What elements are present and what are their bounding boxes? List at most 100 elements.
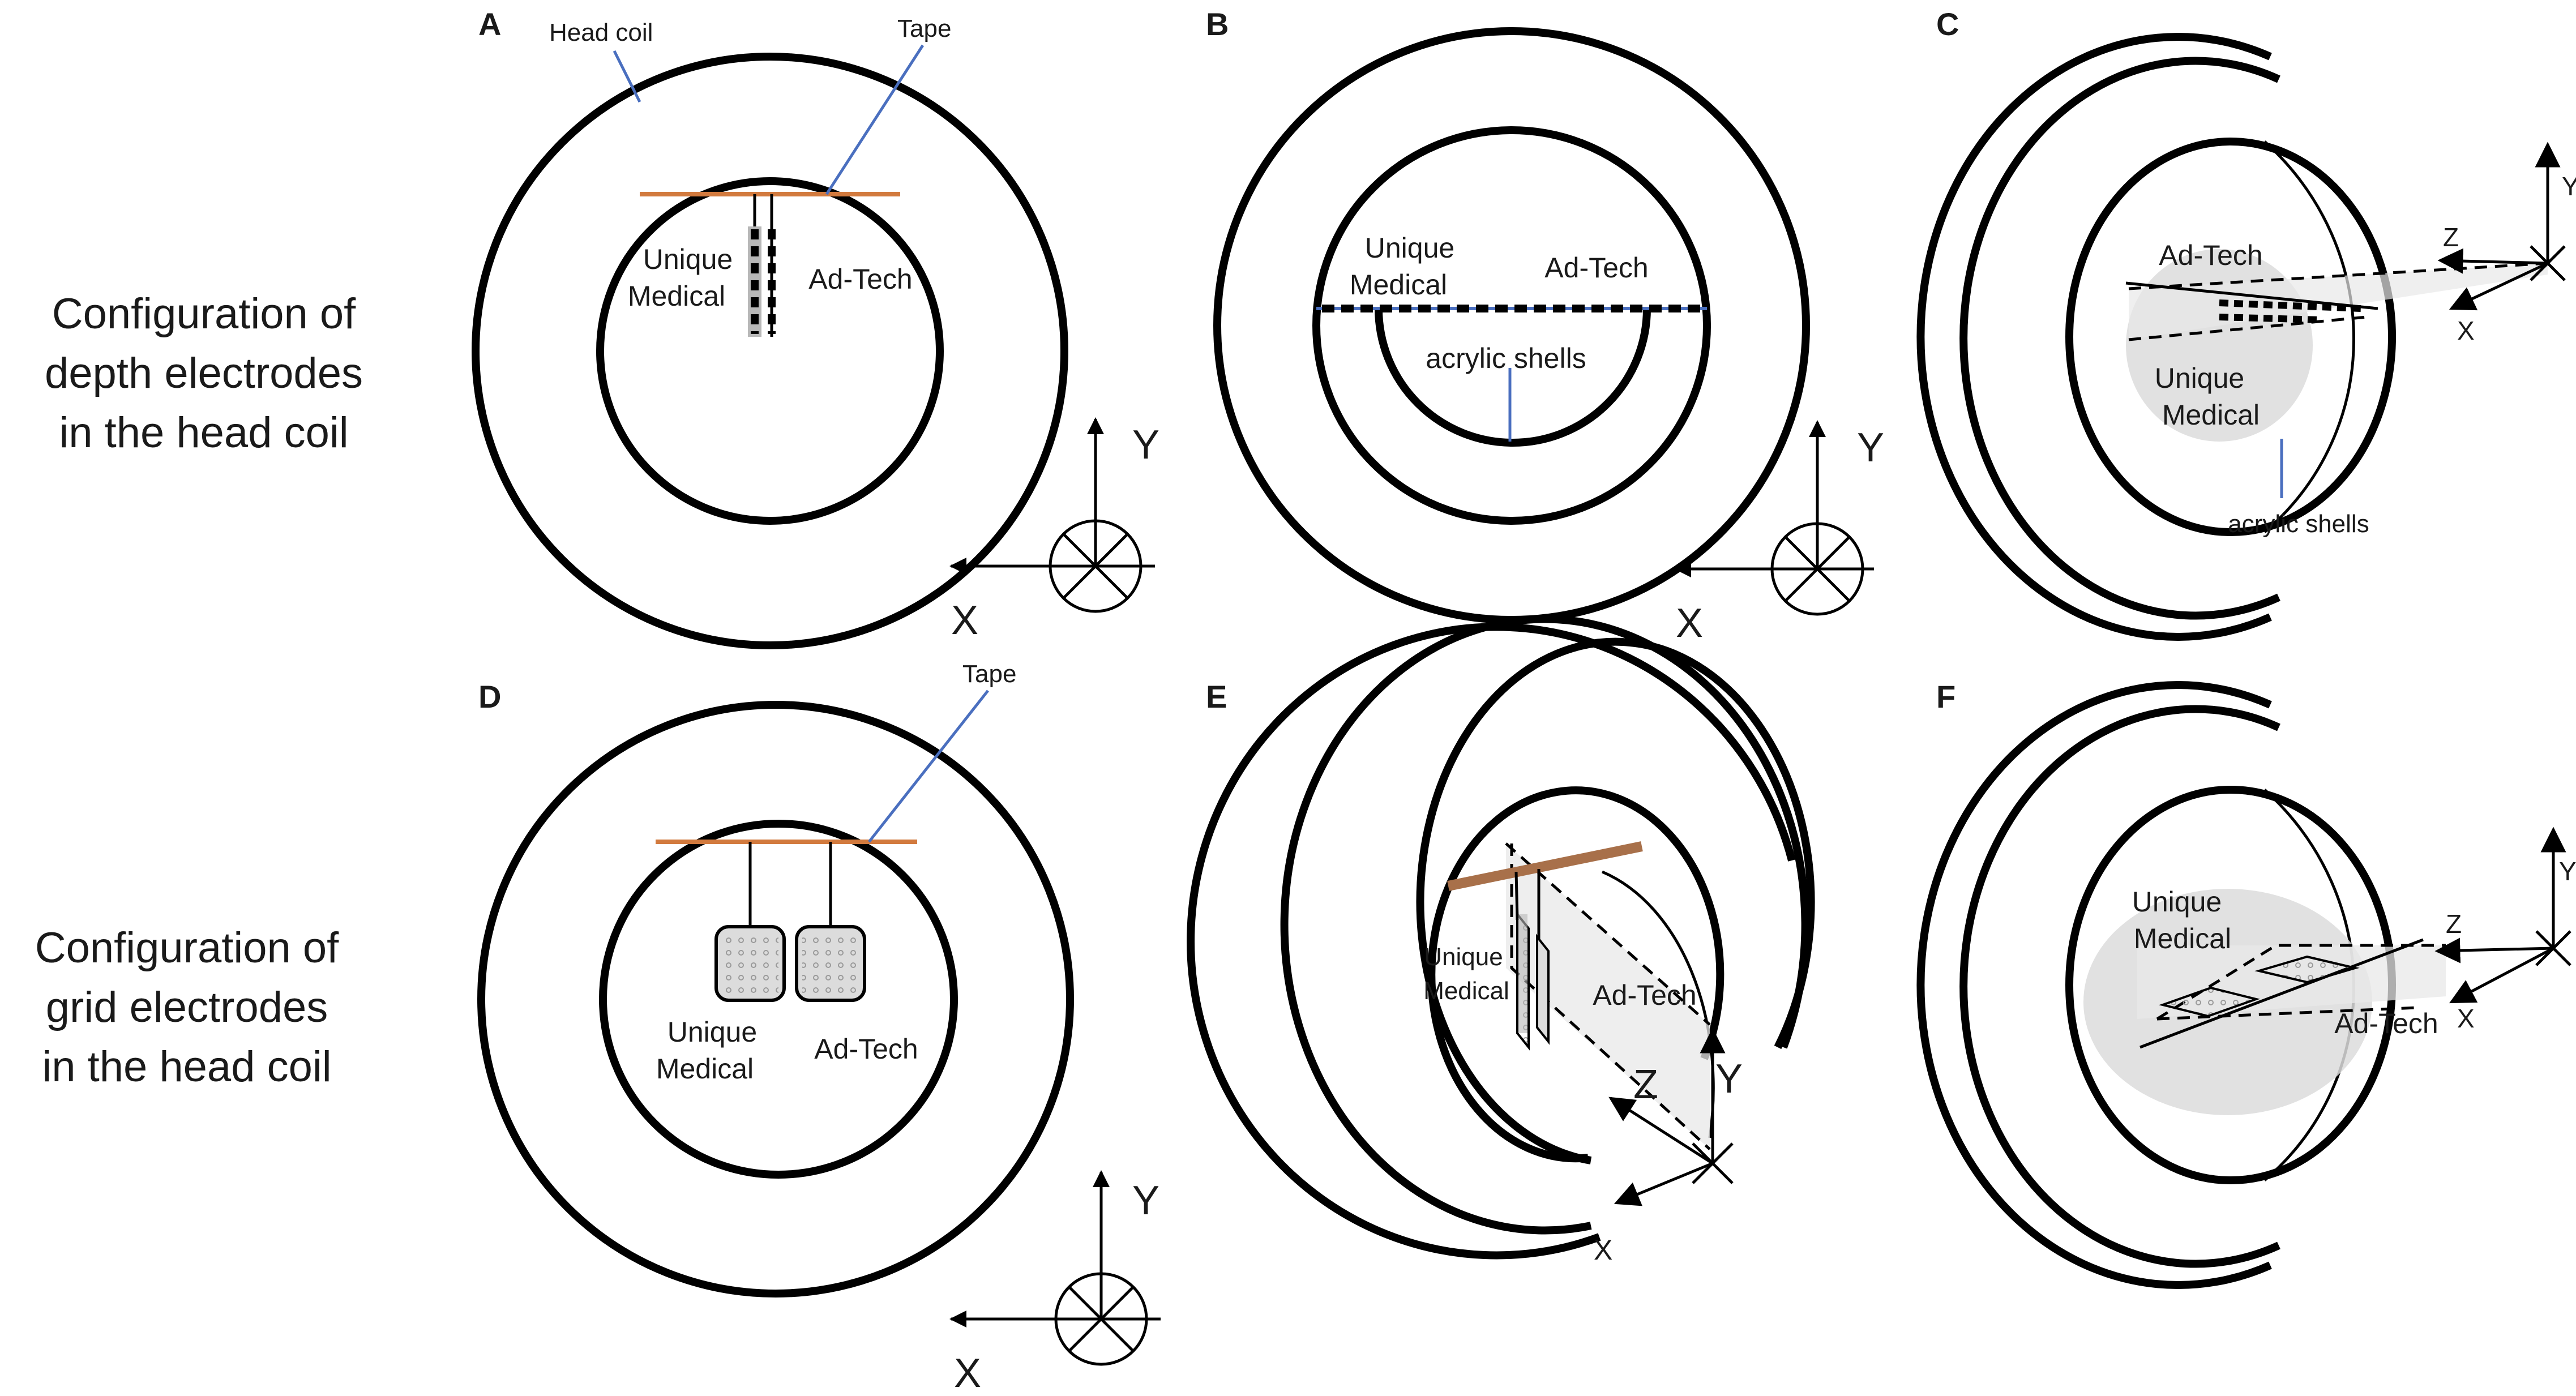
panel-f-adtech-label: Ad-Tech	[2334, 1008, 2438, 1039]
panel-a-tape-label: Tape	[897, 15, 951, 42]
panel-f-adtech-grid	[2254, 955, 2360, 984]
row-label-grid-line-3: in the head coil	[42, 1043, 331, 1091]
panel-d-letter: D	[478, 679, 501, 714]
panel-a-head-coil-inner	[596, 177, 944, 525]
panel-e-head-coil-outer-arc-2	[1416, 637, 1815, 1164]
panel-d: D Tape Unique Medical Ad-Tech Y X	[477, 660, 1161, 1396]
panel-a: A Head coil Tape Unique Medical Ad-Tech …	[472, 6, 1159, 649]
panel-b-head-coil-outer	[1213, 27, 1810, 624]
panel-c-letter: C	[1936, 6, 1959, 42]
panel-d-head-coil-outer	[477, 701, 1074, 1297]
panel-e-letter: E	[1206, 679, 1227, 714]
panel-f-electrode-wire	[2139, 938, 2424, 1049]
panel-f-unique-label-1: Unique	[2132, 886, 2222, 918]
panel-d-adtech-grid	[795, 925, 866, 1002]
panel-d-unique-label-2: Medical	[656, 1053, 754, 1085]
panel-e-x-label: X	[1594, 1234, 1612, 1266]
panel-d-unique-label-1: Unique	[667, 1016, 757, 1048]
panel-c-head-coil-outer-arc-2	[1959, 57, 2280, 620]
panel-f-letter: F	[1936, 679, 1955, 714]
panel-c-electrode-wire	[2125, 281, 2378, 310]
panel-e-unique-wire	[1514, 871, 1519, 920]
panel-f-z-axis-arrow	[2434, 937, 2554, 964]
panel-a-unique-label-2: Medical	[628, 280, 725, 312]
panel-c-acrylic-shell-curve	[2263, 140, 2355, 533]
panel-e-z-label: Z	[1633, 1062, 1658, 1107]
panel-c-unique-label-2: Medical	[2162, 399, 2260, 431]
panel-c-head-coil-inner	[2065, 138, 2396, 536]
panel-e-plane	[1506, 843, 1710, 1149]
panel-f-axes: Y Z X	[2434, 827, 2576, 1033]
panel-c-x-label: X	[2457, 316, 2475, 345]
panel-a-adtech-label: Ad-Tech	[808, 263, 912, 295]
panel-a-head-coil-leader	[613, 50, 641, 103]
row-label-depth-line-3: in the head coil	[59, 409, 348, 457]
panel-e-y-label: Y	[1715, 1056, 1743, 1102]
panel-a-y-label: Y	[1132, 422, 1159, 468]
panel-c-x-axis-arrow	[2449, 262, 2549, 311]
row-label-grid: Configuration of grid electrodes in the …	[35, 924, 339, 1091]
panel-e-unique-label-2: Medical	[1423, 977, 1509, 1005]
panel-c-shells-label: acrylic shells	[2228, 510, 2369, 538]
row-label-depth: Configuration of depth electrodes in the…	[45, 290, 363, 457]
panel-a-tape-leader	[825, 44, 925, 195]
panel-b: B Unique Medical Ad-Tech acrylic shells …	[1206, 6, 1884, 646]
panel-b-shells-label: acrylic shells	[1426, 342, 1586, 374]
panel-e-adtech-label: Ad-Tech	[1593, 979, 1696, 1011]
panel-e-unique-label-1: Unique	[1424, 943, 1503, 971]
panel-f-head-coil-outer-arc-2	[1959, 705, 2280, 1268]
panel-e-head-coil-mid-arc	[1280, 615, 1809, 1235]
panel-f-unique-grid	[2159, 986, 2260, 1018]
panel-c-adtech-electrode	[2219, 299, 2361, 312]
panel-d-adtech-label: Ad-Tech	[814, 1033, 918, 1065]
panel-f-x-axis-arrow	[2449, 947, 2554, 1004]
panel-a-x-label: X	[951, 598, 978, 643]
panel-e-axes: Y Z X	[1594, 1027, 1743, 1266]
panel-e-head-coil-outer-arc	[1187, 623, 1796, 1260]
panel-c-z-axis-arrow	[2437, 248, 2548, 274]
panel-b-unique-label-2: Medical	[1350, 269, 1447, 301]
panel-a-unique-label-1: Unique	[643, 243, 733, 275]
panel-a-axes: Y X	[949, 417, 1159, 643]
panel-f: F Unique Medical Ad-Tech Y Z X	[1916, 679, 2576, 1289]
panel-f-x-label: X	[2457, 1004, 2475, 1033]
panel-f-unique-label-2: Medical	[2134, 923, 2231, 954]
panel-f-head-coil-outer-arc	[1916, 681, 2272, 1289]
panel-c-unique-label-1: Unique	[2155, 362, 2244, 394]
panel-d-axes: Y X	[949, 1170, 1161, 1396]
panel-c-adtech-label: Ad-Tech	[2159, 239, 2262, 271]
panel-b-letter: B	[1206, 6, 1229, 42]
panel-e-z-axis-arrow	[1608, 1097, 1714, 1165]
panel-d-unique-grid	[714, 925, 786, 1002]
panel-d-tape-label: Tape	[962, 660, 1016, 688]
row-label-grid-line-1: Configuration of	[35, 924, 339, 972]
panel-e: E Unique Medical Ad-Tech Y Z X	[1187, 615, 1815, 1266]
panel-f-z-label: Z	[2446, 909, 2462, 939]
panel-e-x-axis-arrow	[1614, 1162, 1713, 1206]
panel-e-tape	[1447, 841, 1643, 891]
panel-b-unique-label-1: Unique	[1365, 232, 1454, 264]
panel-b-acrylic-shell	[1375, 308, 1651, 447]
panel-a-head-coil-outer	[472, 53, 1068, 649]
panel-c-axes: Y Z X	[2437, 142, 2576, 345]
panel-d-head-coil-inner	[599, 820, 958, 1179]
panel-c-y-label: Y	[2562, 172, 2576, 201]
panel-e-adtech-grid	[1536, 933, 1550, 1045]
row-label-grid-line-2: grid electrodes	[46, 983, 328, 1031]
panel-c-head-coil-outer-arc	[1916, 33, 2272, 641]
panel-b-head-coil-inner	[1312, 126, 1711, 525]
panel-e-head-coil-inner	[1427, 786, 1725, 1163]
panel-f-y-label: Y	[2559, 857, 2576, 886]
panel-b-axes: Y X	[1674, 420, 1884, 646]
panel-c-z-label: Z	[2443, 222, 2459, 252]
panel-c-unique-electrode	[2219, 314, 2322, 323]
panel-a-head-coil-label: Head coil	[549, 19, 653, 46]
panel-b-y-label: Y	[1857, 425, 1884, 470]
panel-b-x-label: X	[1676, 601, 1703, 646]
panel-c: C Ad-Tech Unique Medical acrylic shells …	[1916, 6, 2576, 641]
panel-b-adtech-label: Ad-Tech	[1544, 252, 1648, 284]
panel-d-x-label: X	[954, 1351, 981, 1396]
row-label-depth-line-1: Configuration of	[52, 290, 356, 338]
panel-d-tape-leader	[868, 690, 989, 843]
